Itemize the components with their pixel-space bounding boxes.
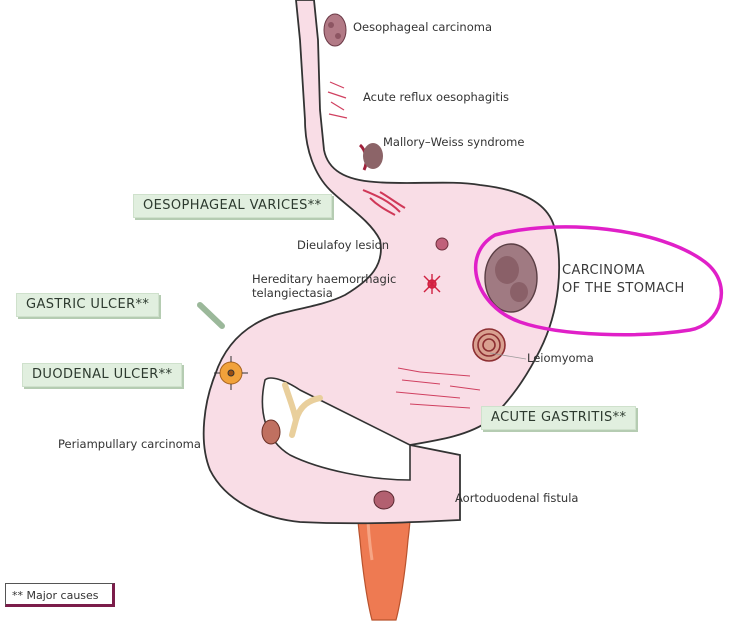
box-gastric-ulcer: GASTRIC ULCER** (16, 293, 160, 317)
highlight-ring (474, 225, 724, 337)
label-mallory-weiss-syndrome: Mallory–Weiss syndrome (383, 135, 525, 149)
mallory-weiss-tear (358, 143, 383, 171)
pointer-lines (489, 352, 527, 360)
stomach-carcinoma-mass (484, 243, 538, 313)
label-hht-line2: telangiectasia (252, 286, 333, 300)
bile-duct-illustration (282, 382, 323, 438)
stomach-outline (197, 0, 561, 525)
periampullary-carcinoma-lesion (261, 419, 281, 445)
carcinoma-line1: CARCINOMA (562, 263, 645, 278)
label-periampullary-carcinoma: Periampullary carcinoma (58, 437, 201, 451)
label-leiomyoma: Leiomyoma (527, 351, 594, 365)
label-acute-reflux-oesophagitis: Acute reflux oesophagitis (363, 90, 510, 104)
box-acute-gastritis: ACUTE GASTRITIS** (481, 406, 637, 430)
acute-gastritis-marks (395, 367, 481, 409)
reflux-oesophagitis-marks (327, 81, 348, 119)
box-oesophageal-varices: OESOPHAGEAL VARICES** (133, 194, 332, 218)
carcinoma-line2: OF THE STOMACH (562, 281, 685, 296)
label-carcinoma-of-the-stomach: CARCINOMA OF THE STOMACH (562, 262, 685, 298)
label-oesophageal-carcinoma: Oesophageal carcinoma (353, 20, 492, 34)
box-duodenal-ulcer: DUODENAL ULCER** (22, 363, 183, 387)
aortoduodenal-fistula-lesion (373, 490, 395, 510)
dieulafoy-lesion-spot (435, 237, 449, 251)
label-aortoduodenal-fistula: Aortoduodenal fistula (455, 491, 579, 505)
oesophageal-varices-vessels (362, 189, 406, 216)
label-dieulafoy-lesion: Dieulafoy lesion (297, 238, 389, 252)
oesophageal-carcinoma-lesion (323, 13, 347, 47)
legend-major-causes: ** Major causes (5, 583, 115, 607)
label-hht-line1: Hereditary haemorrhagic (252, 272, 397, 286)
leiomyoma-mass (472, 328, 506, 362)
duodenal-ulcer-spot (214, 356, 248, 390)
telangiectasia-spot (423, 274, 441, 294)
label-hht: Hereditary haemorrhagic telangiectasia (252, 272, 396, 300)
